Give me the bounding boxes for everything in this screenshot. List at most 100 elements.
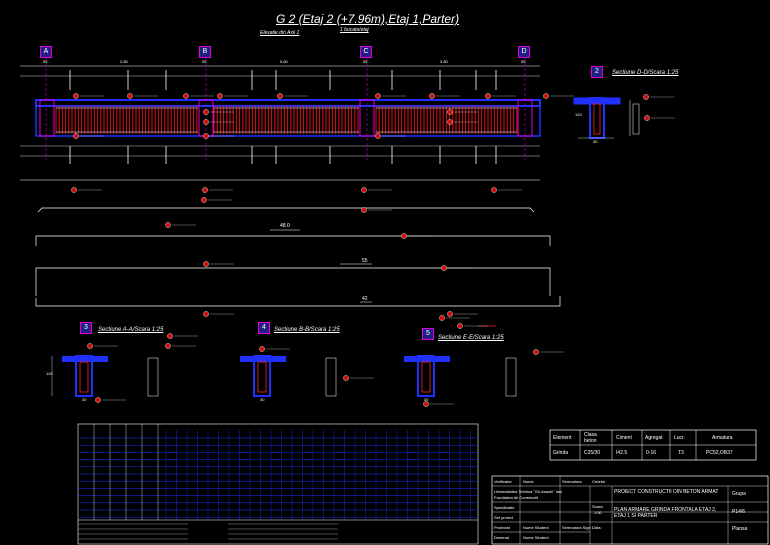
tb-verificator: Verificator <box>494 479 512 484</box>
material-header: Ciment <box>616 435 632 441</box>
bar-mark-bubble <box>485 93 491 99</box>
span-label: 3.80 <box>440 59 448 64</box>
bar-mark-bubble <box>167 333 173 339</box>
tb-student: Nume Student <box>523 525 549 530</box>
span-label: 55 <box>43 59 48 64</box>
section-height-dim: 120 <box>46 371 53 376</box>
bar-mark-bubble <box>643 94 649 100</box>
bar-mark-bubble <box>203 133 209 139</box>
section-sheet-marker: 2 <box>591 66 603 78</box>
material-header: Lucr. <box>674 435 685 441</box>
material-header: Agregat <box>645 435 663 441</box>
bar-mark-bubble <box>644 115 650 121</box>
bar-mark-bubble <box>533 349 539 355</box>
tb-faculty: Facultatea de Constructii <box>494 495 539 500</box>
section-title: Sectiune A-A/Scara 1:25 <box>98 327 164 333</box>
bar-mark-bubble <box>165 222 171 228</box>
tb-student: Nume Student <box>523 535 549 540</box>
span-label: 5.60 <box>280 59 288 64</box>
drawing-title: G 2 (Etaj 2 (+7.96m),Etaj 1,Parter) <box>276 12 460 26</box>
schedule-frame <box>77 423 479 545</box>
section-d-d <box>573 97 640 139</box>
bar-mark-bubble <box>447 109 453 115</box>
bar-mark-bubble <box>375 93 381 99</box>
bar-mark-bubble <box>201 197 207 203</box>
material-cell: 0-16 <box>646 450 657 456</box>
axis-marker-c: C <box>360 46 372 58</box>
material-cell: PC52,OB37 <box>706 450 733 456</box>
bar-mark-bubble <box>491 187 497 193</box>
section-sheet-marker: 4 <box>258 322 270 334</box>
bar-mark-bubble <box>127 93 133 99</box>
bar-mark-bubble <box>375 133 381 139</box>
bar-mark-bubble <box>457 323 463 329</box>
bar-mark-bubble <box>447 119 453 125</box>
tb-cerinta: Cerinta <box>592 479 605 484</box>
section-a-a <box>51 355 159 397</box>
section-sheet-marker: 3 <box>80 322 92 334</box>
tb-university: Universitatea Tehnica "Gh.Asachi" Iasi <box>494 489 562 494</box>
section-title: Sectiune B-B/Scara 1:25 <box>274 327 340 333</box>
span-label: 55 <box>202 59 207 64</box>
bar-mark-bubble <box>87 343 93 349</box>
bar-mark-bubble <box>203 109 209 115</box>
bar-mark-bubble <box>439 315 445 321</box>
section-width-dim: 30 <box>260 397 265 402</box>
section-height-dim: 120 <box>575 112 582 117</box>
bar-mark-bubble <box>73 93 79 99</box>
bar-length-label: 55 <box>362 258 368 264</box>
section-sheet-marker: 5 <box>422 328 434 340</box>
section-cut-marks <box>69 70 497 164</box>
tb-proiectat: Proiectat <box>494 525 510 530</box>
section-e-e <box>404 355 517 397</box>
tb-scara-value: 1:50 <box>594 510 602 515</box>
bar-mark-bubble <box>441 265 447 271</box>
material-cell: Grinda <box>553 450 569 456</box>
bar-mark-bubble <box>277 93 283 99</box>
axis-marker-d: D <box>518 46 530 58</box>
section-title: Sectiune D-D/Scara 1:25 <box>612 70 679 76</box>
section-width-dim: 30 <box>82 397 87 402</box>
tb-sign: Semnatura Sign <box>562 525 591 530</box>
bar-mark-bubble <box>343 375 349 381</box>
material-cell: I42.5 <box>616 450 628 456</box>
tb-sef-proiect: Sef proiect <box>494 515 514 520</box>
bar-mark-bubble <box>203 119 209 125</box>
tb-scara-label: Scara: <box>592 504 604 509</box>
bar-length-label: 48.0 <box>280 223 290 229</box>
title-block-grid <box>491 475 769 545</box>
bar-schedule-lines <box>20 179 561 327</box>
axis-marker-a: A <box>40 46 52 58</box>
tb-specification: Specificatie <box>494 505 515 510</box>
stirrup-zone-1 <box>55 106 518 134</box>
tb-data-label: Data: <box>592 525 602 530</box>
bar-mark-bubble <box>447 311 453 317</box>
bar-mark-bubble <box>202 187 208 193</box>
section-b-b <box>240 355 337 397</box>
material-cell: T3 <box>678 450 684 456</box>
section-width-dim: 30 <box>424 397 429 402</box>
axis-marker-b: B <box>199 46 211 58</box>
tb-plansa-label: Plansa <box>732 526 748 532</box>
bar-mark-bubble <box>71 187 77 193</box>
material-header: Armatura <box>712 435 733 441</box>
tb-desenat: Desenat <box>494 535 509 540</box>
tb-nume: Nume <box>523 479 534 484</box>
subtitle-mark: 1 bucata/etaj <box>340 27 369 33</box>
span-label: 2.80 <box>120 59 128 64</box>
tb-group: Grupa <box>732 491 746 497</box>
bar-mark-bubble <box>217 93 223 99</box>
bar-mark-bubble <box>165 343 171 349</box>
material-header: Clasa beton <box>584 432 597 444</box>
bar-mark-bubble <box>401 233 407 239</box>
bar-mark-bubble <box>203 311 209 317</box>
bar-mark-bubble <box>73 133 79 139</box>
bar-length-label: 42 <box>362 296 368 302</box>
bar-mark-bubble <box>543 93 549 99</box>
tb-sheet-title: PLAN ARMARE GRINDA FRONTALA ETAJ 2, ETAJ… <box>614 507 717 519</box>
bar-mark-bubble <box>429 93 435 99</box>
span-label: 55 <box>363 59 368 64</box>
material-table-grid <box>549 429 757 461</box>
material-header: Element <box>553 435 572 441</box>
